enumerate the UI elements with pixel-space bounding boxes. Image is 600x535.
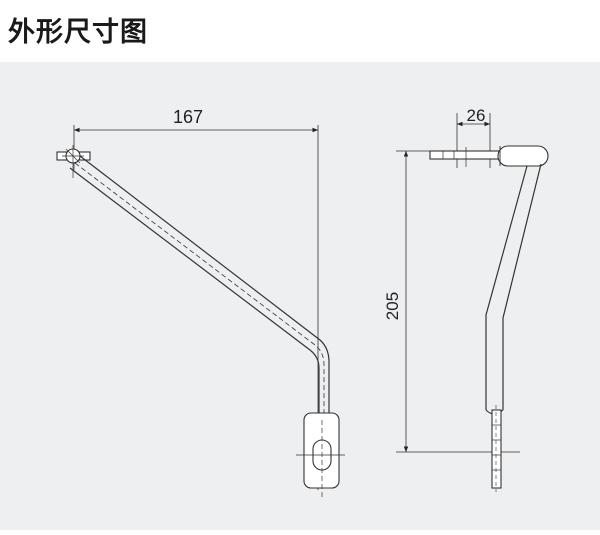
- side-top-tab: [429, 147, 503, 167]
- width-dimension-label: 167: [173, 107, 203, 127]
- dimension-drawing: 167: [56, 106, 549, 498]
- front-bottom-plate: [296, 412, 345, 498]
- page-title: 外形尺寸图: [8, 17, 148, 48]
- height-dimension: 205: [383, 150, 520, 453]
- side-view: 26 205: [383, 106, 549, 492]
- drawing-panel: 167: [0, 62, 600, 530]
- front-top-tab: [56, 145, 91, 178]
- header: 外形尺寸图: [0, 0, 600, 62]
- side-handle-bar: [485, 163, 542, 415]
- offset-dimension-label: 26: [467, 106, 486, 125]
- front-view: 167: [56, 107, 345, 498]
- side-bottom-plate: [491, 405, 502, 492]
- height-dimension-label: 205: [383, 292, 402, 320]
- front-handle-bar: [69, 155, 330, 415]
- width-dimension: 167: [73, 107, 319, 490]
- side-knob: [497, 145, 549, 167]
